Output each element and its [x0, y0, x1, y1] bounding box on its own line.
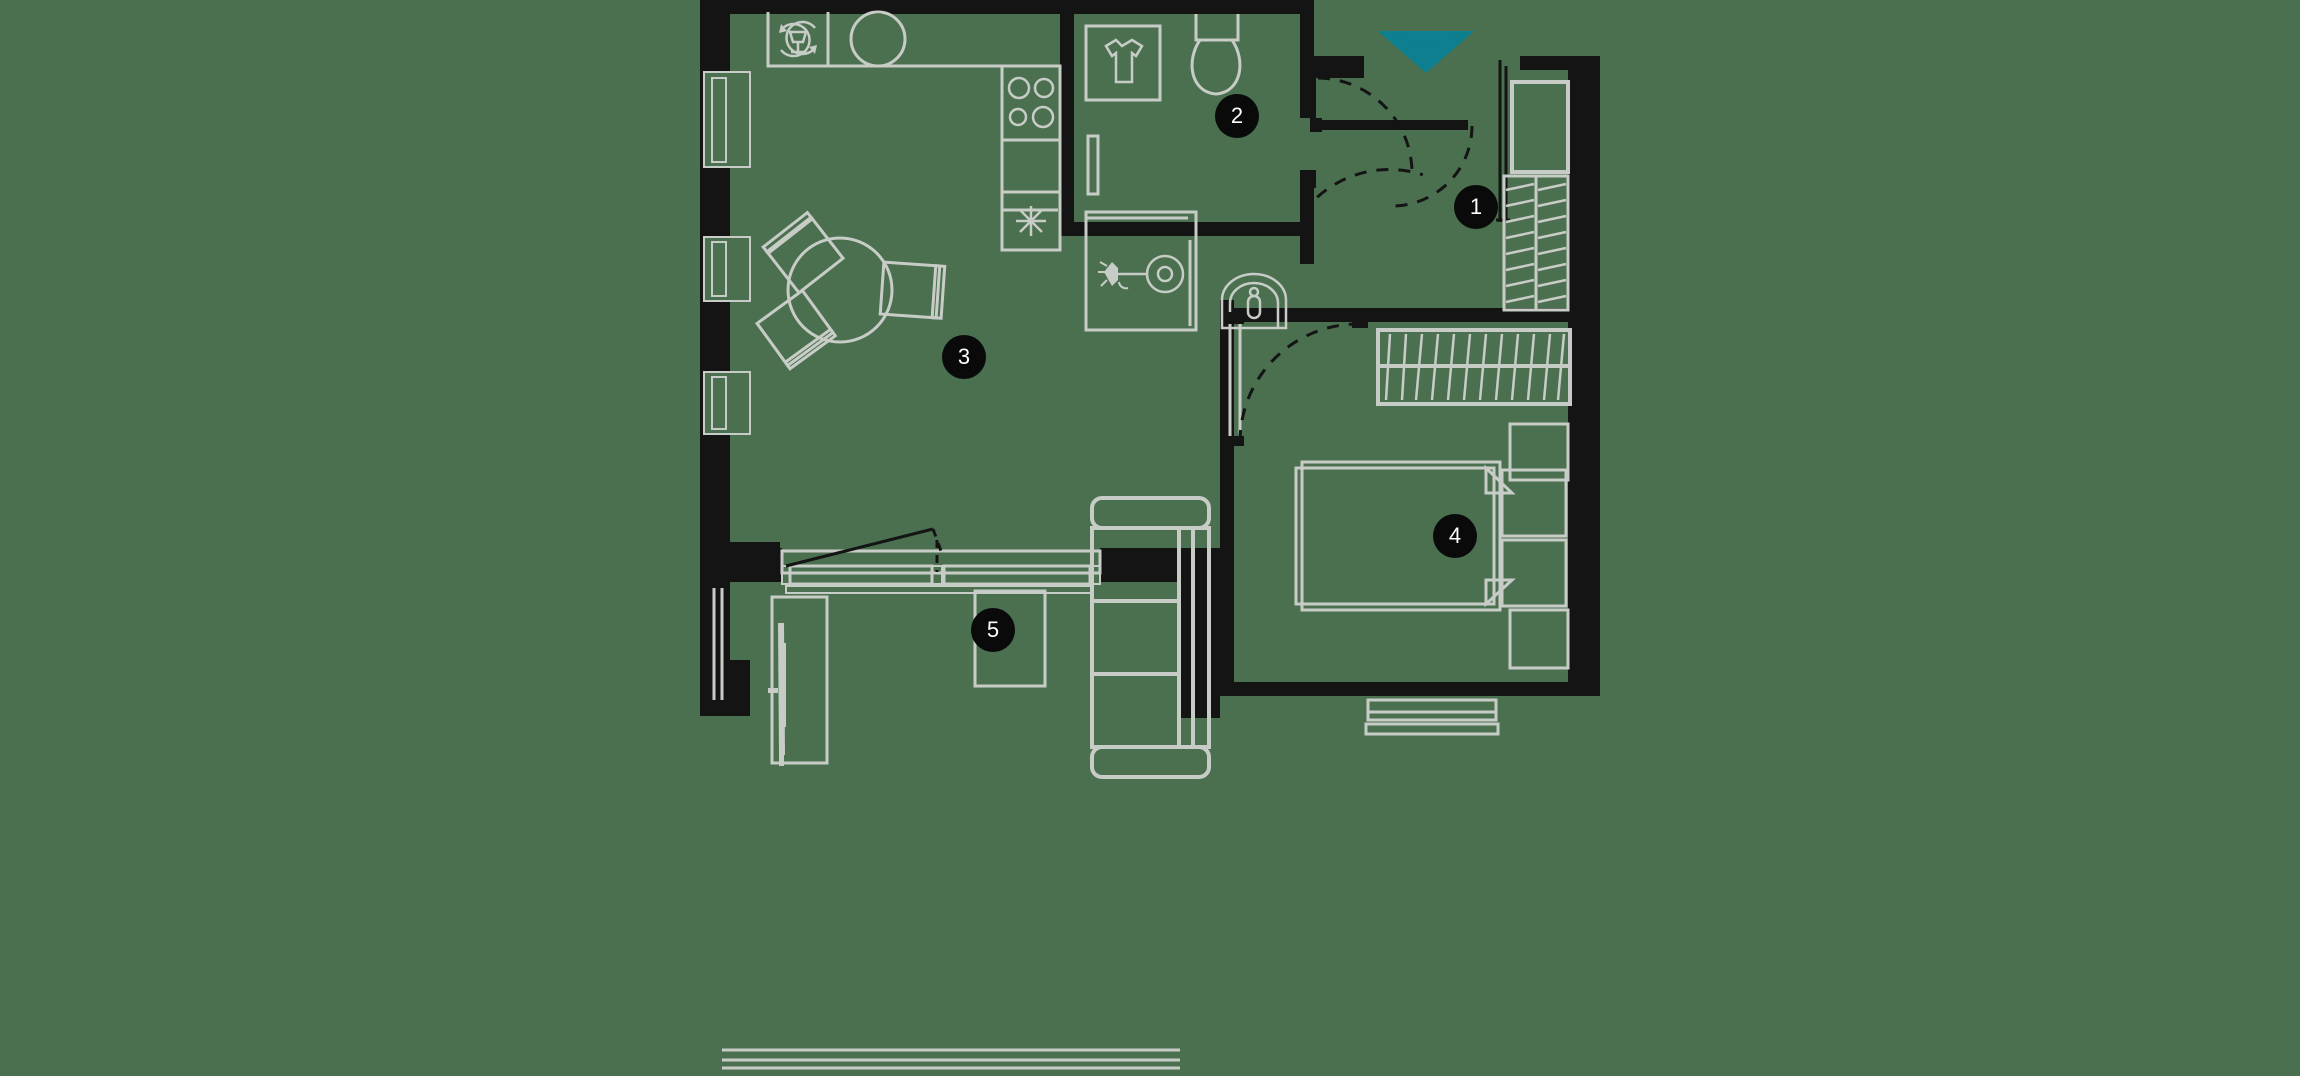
bedroom-door-group	[1226, 312, 1368, 446]
pillow-fold-top	[1484, 464, 1516, 495]
hall-wardrobe-top	[1510, 80, 1570, 174]
double-bed	[1294, 460, 1568, 612]
door-swing-arc-3	[1316, 167, 1424, 199]
cooktop-icon	[1007, 76, 1055, 129]
tv-screen-icon	[768, 623, 786, 766]
room-marker-3[interactable]: 3	[942, 335, 986, 379]
room-marker-1-label: 1	[1469, 194, 1483, 219]
entrance-door-leaf	[1316, 120, 1468, 130]
bedroom-window-bottom	[1364, 698, 1500, 736]
pillow-lower	[1500, 538, 1568, 608]
bed-mattress	[1300, 460, 1502, 612]
room-marker-3-label: 3	[957, 344, 971, 369]
wall-outline-detail	[700, 0, 1600, 696]
oven-unit	[1000, 190, 1062, 252]
door-swing-arc-2	[1317, 76, 1414, 174]
bedroom-door-swing-arc	[1238, 322, 1359, 443]
pillow-upper	[1500, 468, 1568, 538]
window-left-middle	[703, 236, 751, 302]
bathroom-group	[1084, 24, 1198, 332]
three-seat-sofa	[1090, 496, 1211, 779]
dishwasher-icon	[779, 20, 817, 58]
hall-wardrobe-hanging	[1502, 174, 1570, 312]
room-marker-2-label: 2	[1230, 103, 1244, 128]
dining-chair-upper-left	[761, 210, 846, 295]
shower-tray	[1084, 210, 1198, 332]
nightstand-bottom	[1508, 608, 1570, 670]
entrance-door-group	[1300, 62, 1474, 264]
round-dining-table	[786, 236, 894, 344]
entrance-direction-arrow-notch	[1378, 31, 1474, 73]
room-marker-1[interactable]: 1	[1454, 185, 1498, 229]
room-marker-4[interactable]: 4	[1433, 514, 1477, 558]
oven-icon	[1016, 206, 1046, 236]
bedroom-wardrobe	[1376, 328, 1572, 406]
tv-media-console	[770, 595, 829, 765]
shower-icon	[1098, 254, 1185, 294]
towel-rail	[1086, 134, 1100, 196]
balcony-door-group	[780, 527, 1102, 594]
window-left-top	[703, 71, 751, 168]
media-console	[770, 595, 829, 765]
washing-machine-unit	[1084, 24, 1162, 102]
nightstand-top	[1508, 422, 1570, 482]
balcony-group	[712, 588, 1180, 1070]
bathroom-sink-icon	[1220, 272, 1288, 330]
window-left-bottom	[703, 371, 751, 435]
kitchen-sink-icon	[849, 10, 907, 68]
room-marker-2[interactable]: 2	[1215, 94, 1259, 138]
room-marker-5[interactable]: 5	[971, 608, 1015, 652]
toilet-icon	[1190, 14, 1242, 96]
sofa-armrest-bottom	[1090, 745, 1211, 779]
dining-chair-right	[878, 260, 947, 320]
room-marker-4-label: 4	[1448, 523, 1462, 548]
dining-chair-lower-left	[754, 288, 838, 371]
room-marker-5-label: 5	[986, 617, 1000, 642]
pillow-fold-bottom	[1484, 578, 1516, 608]
window-group-left	[703, 71, 751, 435]
bed-frame	[1294, 466, 1496, 606]
washing-machine-icon	[1104, 38, 1144, 84]
